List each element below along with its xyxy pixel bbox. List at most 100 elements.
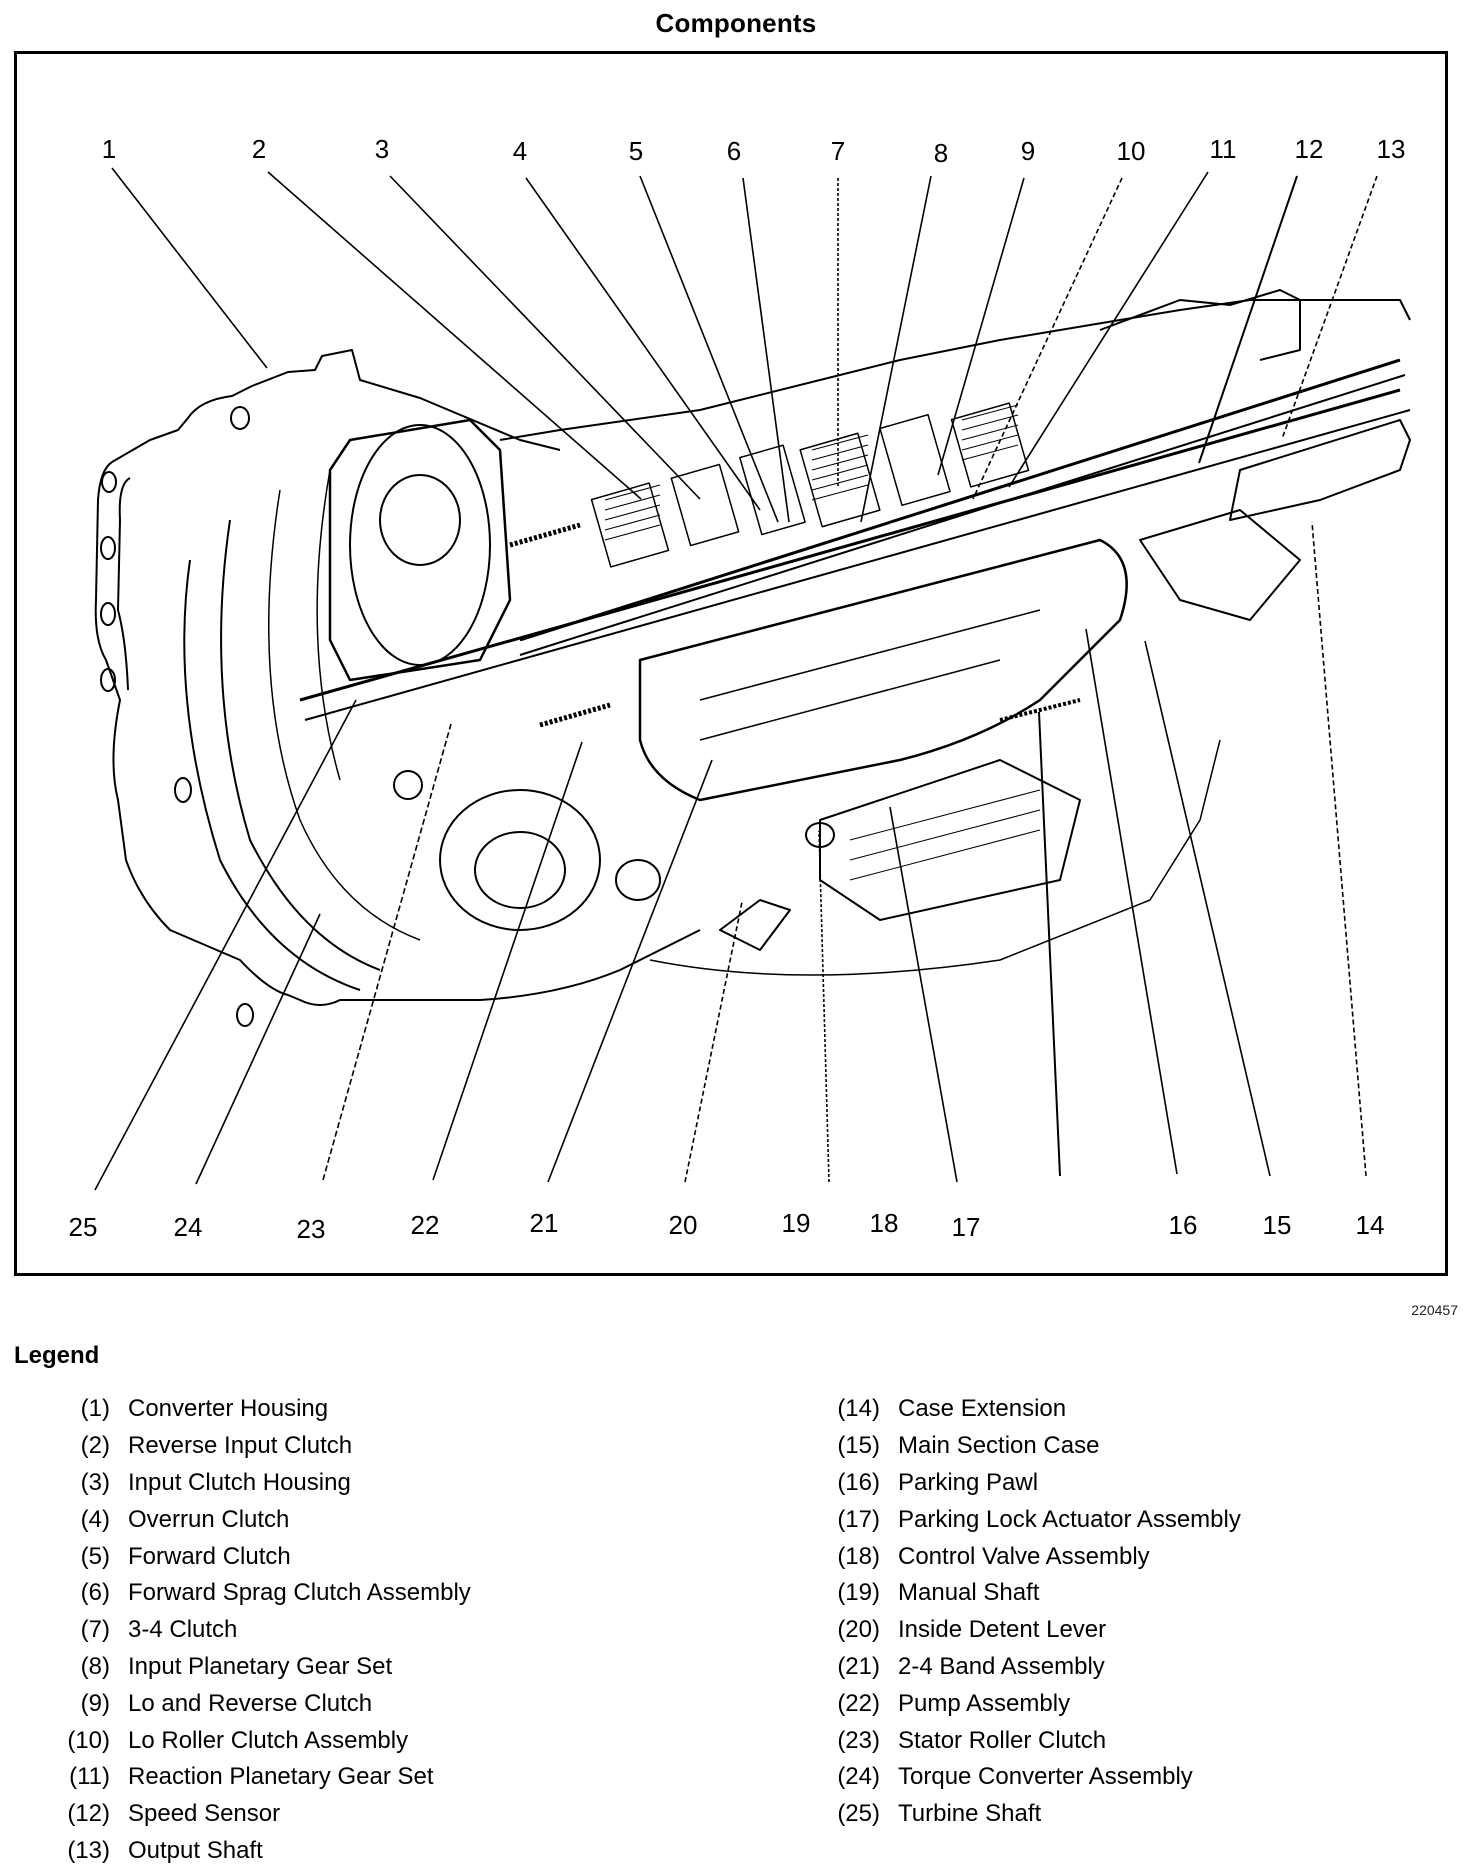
legend-label: Torque Converter Assembly	[898, 1763, 1193, 1791]
main-section-case-rear	[1139, 509, 1301, 621]
legend-item: (24)Torque Converter Assembly	[818, 1759, 1241, 1796]
bolt-hole	[100, 668, 116, 692]
leader-line-15	[1144, 640, 1271, 1177]
reaction-planetary	[950, 402, 1030, 488]
drum-ridge	[699, 609, 1041, 701]
leader-line-14	[1311, 521, 1367, 1177]
case-extension	[1229, 419, 1411, 521]
leader-line-23	[322, 723, 452, 1181]
legend-label: Forward Clutch	[128, 1542, 291, 1570]
legend-number: (2)	[80, 1432, 110, 1460]
callout-9: 9	[1021, 136, 1035, 166]
transmission-drawing	[94, 289, 1411, 1027]
legend-number: (22)	[837, 1689, 880, 1717]
legend-label: 3-4 Clutch	[128, 1616, 238, 1644]
torque-converter-arc	[183, 559, 361, 991]
torque-converter-arc	[316, 469, 341, 781]
transmission-illustration: 1 2 3 4 5 6 7 8 9 10 11 12 13 25 24 23 2…	[69, 134, 1411, 1244]
legend-number: (13)	[67, 1836, 110, 1864]
pump-body	[349, 424, 491, 666]
converter-housing-top	[111, 349, 561, 463]
drum-ridge	[699, 659, 1001, 741]
legend-column-right: (14) Case Extension (15)Main Section Case…	[818, 1391, 1241, 1833]
pump-rotor	[379, 474, 461, 566]
legend-item: (10)Lo Roller Clutch Assembly	[62, 1722, 471, 1759]
legend-label: Overrun Clutch	[128, 1505, 290, 1533]
legend-label: Lo and Reverse Clutch	[128, 1689, 373, 1717]
lo-reverse-clutch	[879, 413, 951, 507]
turbine-shaft-lower-edge	[304, 409, 1411, 721]
legend-item: (15)Main Section Case	[818, 1428, 1241, 1465]
accumulator-spring	[509, 522, 581, 548]
bolt-hole	[236, 1003, 254, 1027]
callout-22: 22	[411, 1210, 440, 1240]
leader-line-18	[889, 806, 958, 1183]
illustration-frame	[14, 51, 1448, 1276]
legend-number: (4)	[80, 1505, 110, 1533]
leader-line-6	[742, 177, 790, 523]
leader-line-9	[937, 177, 1025, 476]
three-four-clutch	[799, 432, 881, 528]
callout-24: 24	[174, 1212, 203, 1242]
callout-4: 4	[513, 136, 527, 166]
bolt-hole	[100, 602, 116, 626]
torque-converter-arc	[220, 519, 381, 971]
callout-19: 19	[782, 1208, 811, 1238]
bolt-hole	[174, 777, 192, 803]
legend-item: (17) Parking Lock Actuator Assembly	[818, 1501, 1241, 1538]
forward-clutch	[739, 444, 806, 536]
legend-label: Turbine Shaft	[898, 1800, 1042, 1828]
leader-line-22	[432, 741, 583, 1181]
legend-label: Parking Lock Actuator Assembly	[898, 1505, 1241, 1533]
legend-label: Reverse Input Clutch	[128, 1432, 353, 1460]
legend-label: 2-4 Band Assembly	[898, 1652, 1105, 1680]
leader-line-2	[267, 171, 642, 500]
legend-number: (18)	[837, 1542, 880, 1570]
output-shaft	[519, 358, 1401, 642]
legend-item: (12)Speed Sensor	[62, 1796, 471, 1833]
stator-housing	[439, 789, 601, 931]
solenoid-end	[615, 859, 661, 901]
callout-23: 23	[297, 1214, 326, 1244]
inside-detent-lever	[719, 899, 791, 951]
callout-17: 17	[952, 1212, 981, 1242]
reverse-input-clutch	[590, 482, 670, 568]
legend-label: Case Extension	[898, 1395, 1067, 1423]
clutch-plate-hatching	[604, 404, 1019, 541]
legend-label: Speed Sensor	[128, 1800, 281, 1828]
legend-item: (16)Parking Pawl	[818, 1465, 1241, 1502]
leader-line-16	[1085, 628, 1178, 1175]
legend-number: (17)	[837, 1505, 880, 1533]
case-top-boss	[1099, 289, 1301, 361]
control-valve-body	[819, 759, 1081, 921]
legend-item: (7)3-4 Clutch	[62, 1612, 471, 1649]
callout-16: 16	[1169, 1210, 1198, 1240]
legend-label: Reaction Planetary Gear Set	[128, 1763, 434, 1791]
callout-3: 3	[375, 134, 389, 164]
legend-item: (18) Control Valve Assembly	[818, 1538, 1241, 1575]
legend-number: (5)	[80, 1542, 110, 1570]
leader-line-3	[389, 175, 701, 500]
leader-line-25	[94, 699, 357, 1191]
legend-number: (10)	[67, 1726, 110, 1754]
legend-number: (16)	[837, 1468, 880, 1496]
oil-pan-edge	[649, 739, 1221, 976]
callout-20: 20	[669, 1210, 698, 1240]
pump-cover	[328, 418, 512, 682]
legend-label: Forward Sprag Clutch Assembly	[128, 1579, 471, 1607]
callout-15: 15	[1263, 1210, 1292, 1240]
leader-line-10	[972, 177, 1123, 500]
legend-column-left: (1)Converter Housing (2) Reverse Input Cl…	[62, 1391, 471, 1869]
legend-number: (8)	[80, 1652, 110, 1680]
legend-item: (14) Case Extension	[818, 1391, 1241, 1428]
callout-12: 12	[1295, 134, 1324, 164]
legend-number: (11)	[69, 1763, 110, 1791]
legend-label: Control Valve Assembly	[898, 1542, 1150, 1570]
pump-spring	[539, 702, 611, 728]
callout-10: 10	[1117, 136, 1146, 166]
legend-item: (6)Forward Sprag Clutch Assembly	[62, 1575, 471, 1612]
legend-item: (13)Output Shaft	[62, 1833, 471, 1869]
legend-item: (1)Converter Housing	[62, 1391, 471, 1428]
legend-number: (14)	[837, 1395, 880, 1423]
legend-item: (21)2-4 Band Assembly	[818, 1649, 1241, 1686]
